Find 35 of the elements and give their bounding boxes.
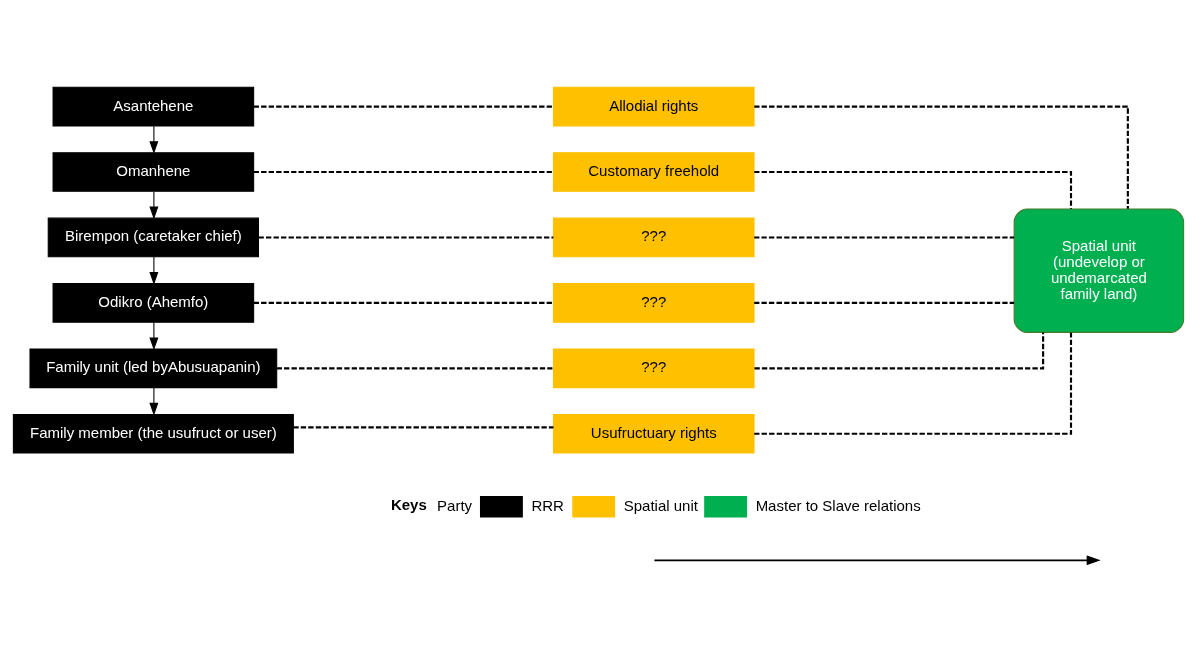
connector — [258, 236, 554, 239]
connector — [253, 301, 554, 304]
arrow — [149, 322, 159, 351]
connector — [293, 426, 554, 429]
node-box: Odikro (Ahemfo) — [52, 283, 255, 323]
arrow — [149, 125, 159, 155]
node-box: Family unit (led byAbusuapanin) — [29, 348, 278, 389]
node-box: Usufructuary rights — [552, 413, 755, 454]
connector — [253, 105, 554, 108]
node-box: ??? — [552, 217, 755, 258]
node-box: Customary freehold — [552, 152, 755, 192]
node-box: Asantehene — [52, 86, 255, 127]
node-box: Family member (the usufruct or user) — [12, 413, 294, 454]
arrow — [149, 256, 159, 285]
node-box: Birempon (caretaker chief) — [47, 217, 259, 258]
connector — [754, 301, 1015, 304]
legend-label: RRR — [531, 496, 564, 514]
connector — [253, 170, 554, 174]
legend-label: Party — [437, 496, 473, 514]
label: Keys — [390, 495, 427, 513]
connector — [754, 332, 1045, 370]
arrow — [149, 191, 159, 220]
arrow — [149, 387, 159, 416]
legend-label: Master to Slave relations — [755, 496, 921, 514]
connector — [754, 105, 1129, 209]
node-box: Allodial rights — [552, 86, 755, 127]
connector — [754, 236, 1015, 239]
legend-label: Spatial unit — [623, 496, 698, 514]
connector — [276, 367, 554, 370]
connector — [754, 332, 1073, 435]
connector — [754, 170, 1073, 209]
node-box: Spatial unit (undevelop or undemarcated family land) — [1013, 208, 1185, 333]
node-box: ??? — [552, 348, 755, 389]
node-box: ??? — [552, 283, 755, 323]
node-box: Omanhene — [52, 152, 255, 192]
